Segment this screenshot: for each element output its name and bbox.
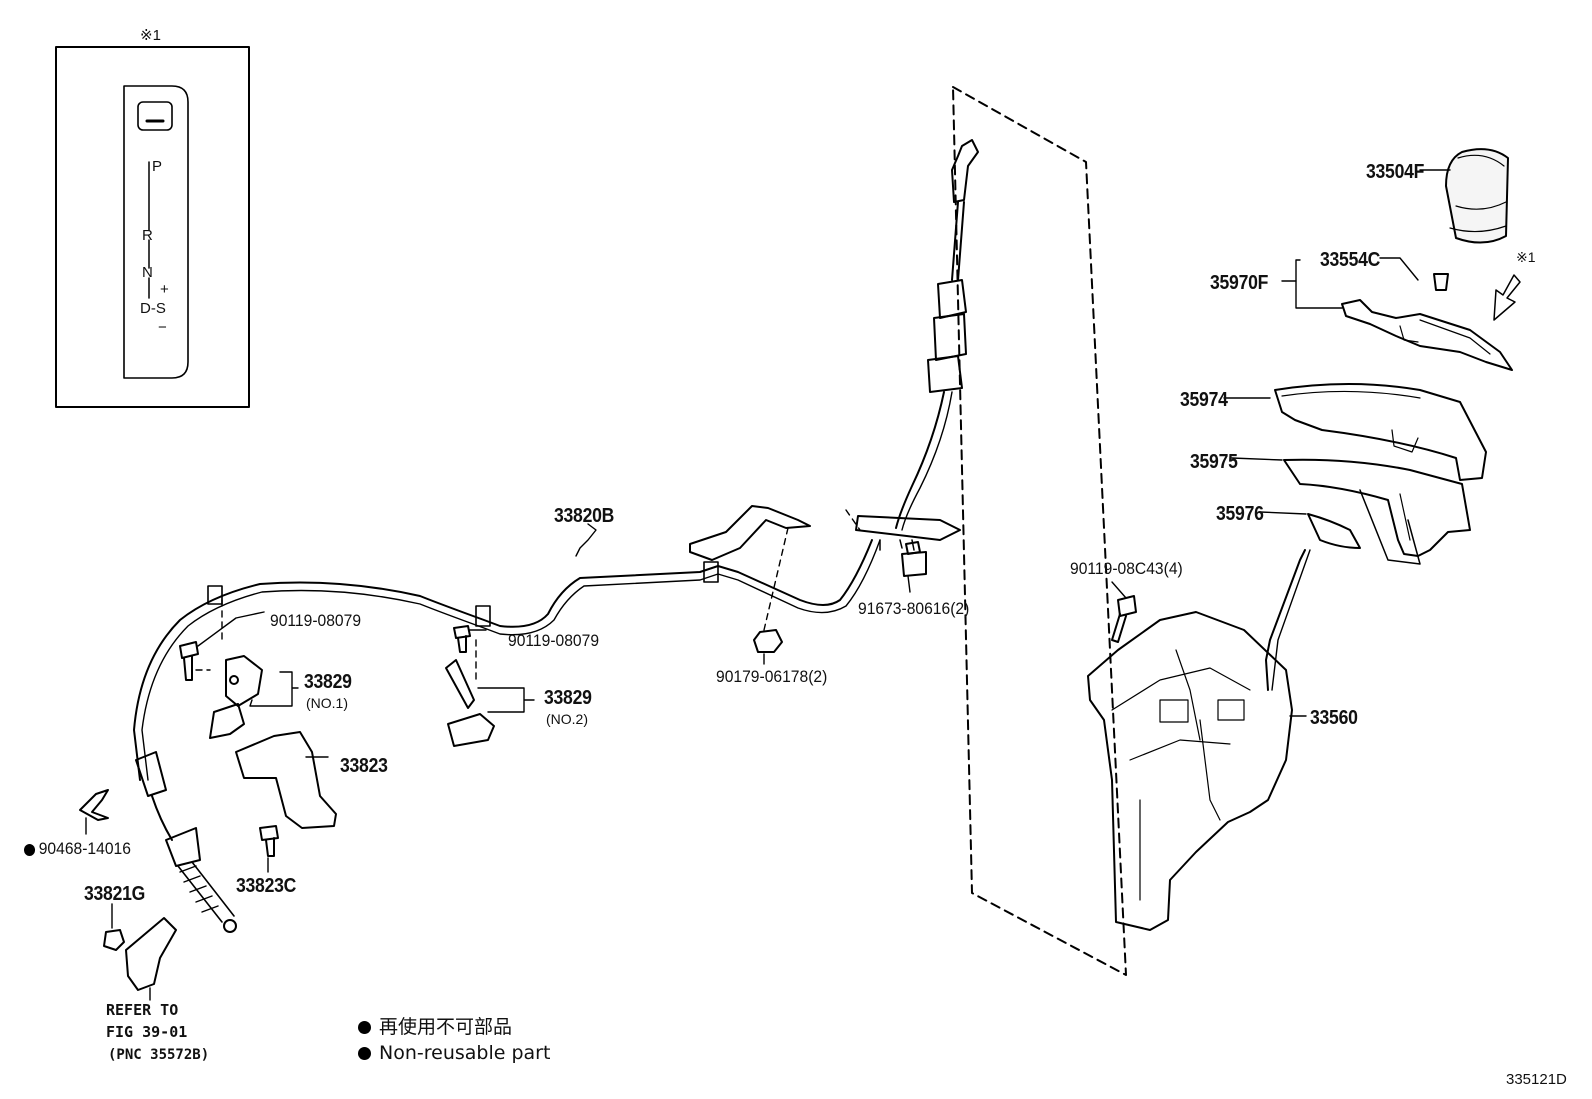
label-33829-no2: 33829 xyxy=(544,687,592,709)
nut-90179-shape xyxy=(753,629,783,653)
label-33504f: 33504F xyxy=(1366,161,1425,183)
label-33829-no1: 33829 xyxy=(304,671,352,693)
bolt-33823c-shape xyxy=(259,825,279,857)
construction-lines xyxy=(195,509,861,681)
lower-cable-end-shape xyxy=(135,751,237,933)
dashed-outline xyxy=(952,86,1127,976)
gear-label-minus: − xyxy=(158,319,167,336)
label-90468-text: 90468-14016 xyxy=(38,839,131,858)
gear-label-p: P xyxy=(152,158,163,175)
bracket-33829-no1-shape xyxy=(209,655,263,739)
label-33820b: 33820B xyxy=(554,505,615,527)
label-35970f: 35970F xyxy=(1210,272,1269,294)
bezel-35974-shape xyxy=(1274,383,1487,481)
label-90179-06178: 90179-06178(2) xyxy=(716,667,828,686)
label-33823: 33823 xyxy=(340,755,388,777)
refer-line-1: REFER TO xyxy=(106,1001,179,1019)
bolt-a-shape xyxy=(179,641,199,681)
label-33823c: 33823C xyxy=(236,875,297,897)
label-33829-no1-sub: (NO.1) xyxy=(306,695,348,711)
label-33821g: 33821G xyxy=(84,883,146,905)
label-35976: 35976 xyxy=(1216,503,1264,525)
label-33829-no2-sub: (NO.2) xyxy=(546,711,588,727)
leader-lines xyxy=(85,169,1451,1001)
label-90119-08079-a: 90119-08079 xyxy=(270,611,362,630)
main-cable-shape xyxy=(133,539,881,781)
piece-35976-shape xyxy=(1307,513,1361,549)
legend-jp: 再使用不可部品 xyxy=(358,1018,512,1037)
clip-90468-shape xyxy=(79,789,109,821)
label-90468-14016: 90468-14016 xyxy=(24,840,131,857)
bracket-33829-no2-shape xyxy=(445,659,495,747)
label-33560: 33560 xyxy=(1310,707,1358,729)
cable-bracket-shape xyxy=(689,505,811,561)
legend-dot-en xyxy=(358,1047,371,1060)
label-35975: 35975 xyxy=(1190,451,1238,473)
label-90119-08079-b: 90119-08079 xyxy=(508,631,600,650)
shift-knob-shape xyxy=(1445,148,1509,244)
label-91673-80616: 91673-80616(2) xyxy=(858,599,970,618)
bolt-b-shape xyxy=(453,625,471,653)
legend-dot-jp xyxy=(358,1021,371,1034)
lever-33821g-shape xyxy=(103,917,177,991)
gear-label-plus: + xyxy=(160,281,169,298)
diagram-code: 335121D xyxy=(1506,1071,1567,1088)
refer-line-3: (PNC 35572B) xyxy=(108,1047,210,1063)
label-90119-08c43: 90119-08C43(4) xyxy=(1070,559,1183,578)
legend-en: Non-reusable part xyxy=(358,1044,550,1063)
legend-jp-text: 再使用不可部品 xyxy=(379,1016,513,1038)
label-35974: 35974 xyxy=(1180,389,1228,411)
bolt-90119-08c43-shape xyxy=(1111,595,1137,643)
gear-label-n: N xyxy=(142,264,153,281)
upper-cable-shape xyxy=(855,139,979,551)
shift-lever-base-shape xyxy=(1087,549,1311,931)
direction-arrow xyxy=(1493,274,1521,321)
gear-label-ds: D-S xyxy=(140,300,166,317)
harness-shape xyxy=(1341,273,1513,371)
bracket-33823-shape xyxy=(235,731,337,829)
inset-shift-gate xyxy=(55,46,250,408)
non-reusable-dot xyxy=(24,843,36,856)
panel-35975-shape xyxy=(1283,458,1471,565)
bolt-91673-shape xyxy=(901,541,927,577)
inset-title: ※1 xyxy=(140,27,161,44)
label-mark-1: ※1 xyxy=(1516,249,1536,265)
refer-line-2: FIG 39-01 xyxy=(106,1023,188,1041)
gear-label-r: R xyxy=(142,227,153,244)
label-33554c: 33554C xyxy=(1320,249,1381,271)
legend-en-text: Non-reusable part xyxy=(379,1042,551,1064)
